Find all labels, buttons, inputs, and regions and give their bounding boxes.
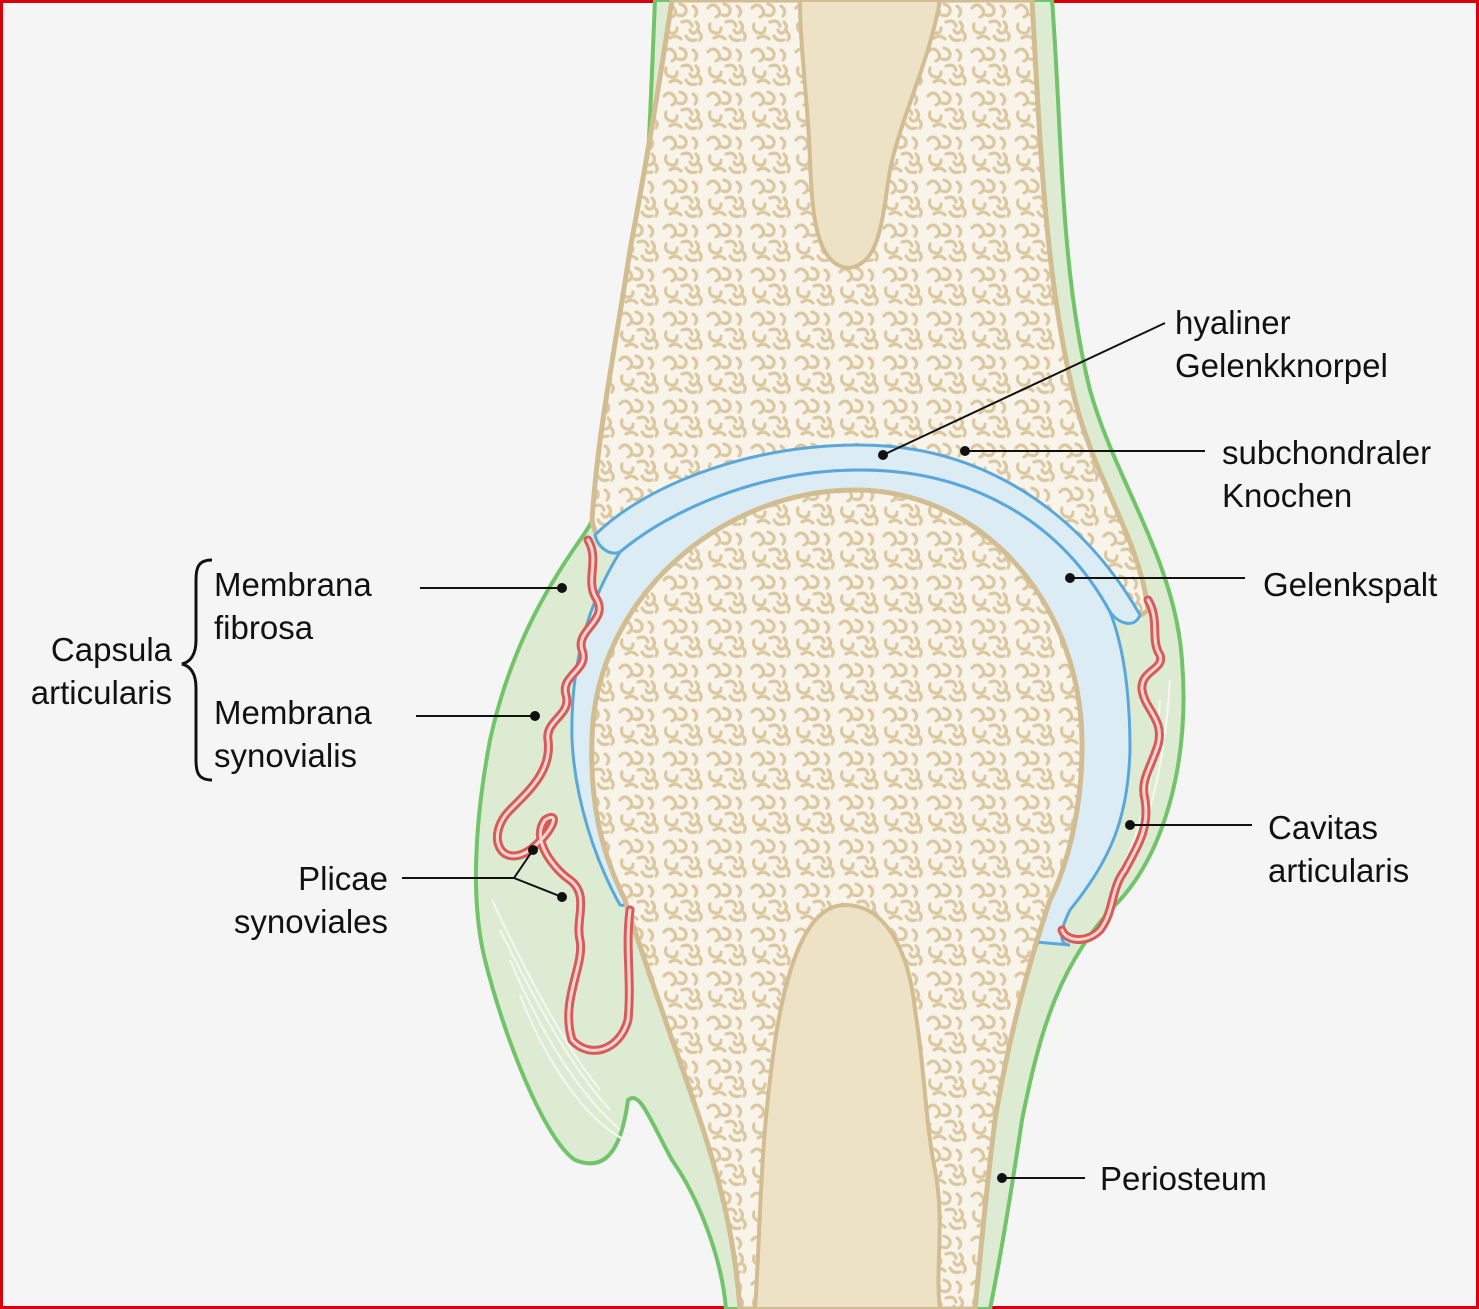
leader-dot-cavitas [1125, 820, 1135, 830]
synovial-membrane-right-inner [1060, 598, 1163, 941]
lower-marrow-cavity [752, 902, 943, 1309]
label-plicae-line1: Plicae [298, 860, 388, 897]
capsula-brace [181, 558, 213, 782]
label-hyaliner-line2: Gelenkknorpel [1175, 347, 1388, 384]
label-fibrosa-line1: Membrana [214, 566, 372, 603]
label-membrana-synovialis: Membrana synovialis [214, 691, 372, 777]
leader-plicae-b [513, 877, 563, 898]
label-subchondral-line2: Knochen [1222, 477, 1353, 514]
label-synovialis-line1: Membrana [214, 694, 372, 731]
label-membrana-fibrosa: Membrana fibrosa [214, 563, 372, 649]
leader-dot-gelenkspalt [1065, 573, 1075, 583]
leader-dot-fibrosa [557, 583, 567, 593]
label-capsula-articularis: Capsula articularis [0, 628, 172, 714]
label-gelenkspalt: Gelenkspalt [1263, 566, 1438, 603]
leader-plicae-a [513, 849, 534, 879]
upper-marrow-cavity [797, 0, 943, 271]
leader-dot-subchondral [960, 446, 970, 456]
label-periosteum: Periosteum [1100, 1160, 1267, 1197]
label-capsula-line2: articularis [30, 674, 172, 711]
label-cavitas-articularis: Cavitas articularis [1268, 806, 1409, 892]
label-cavitas-line2: articularis [1268, 852, 1410, 889]
label-hyaliner-gelenkknorpel: hyaliner Gelenkknorpel [1175, 301, 1388, 387]
label-cavitas-line1: Cavitas [1268, 809, 1379, 846]
leader-dot-periosteum [997, 1173, 1007, 1183]
label-fibrosa-line2: fibrosa [214, 609, 314, 646]
label-subchondral-line1: subchondraler [1222, 434, 1432, 471]
label-plicae-synoviales: Plicae synoviales [180, 857, 388, 943]
leader-dot-hyaliner [878, 450, 888, 460]
label-subchondraler-knochen: subchondraler Knochen [1222, 431, 1431, 517]
label-capsula-line1: Capsula [50, 631, 172, 668]
leader-hyaliner [882, 322, 1166, 456]
label-hyaliner-line1: hyaliner [1175, 304, 1291, 341]
leader-dot-plicae-a [528, 845, 538, 855]
lower-bone [589, 487, 1085, 1309]
leader-dot-synovialis [530, 711, 540, 721]
label-plicae-line2: synoviales [233, 903, 388, 940]
label-synovialis-line2: synovialis [214, 737, 358, 774]
leader-dot-plicae-b [557, 892, 567, 902]
